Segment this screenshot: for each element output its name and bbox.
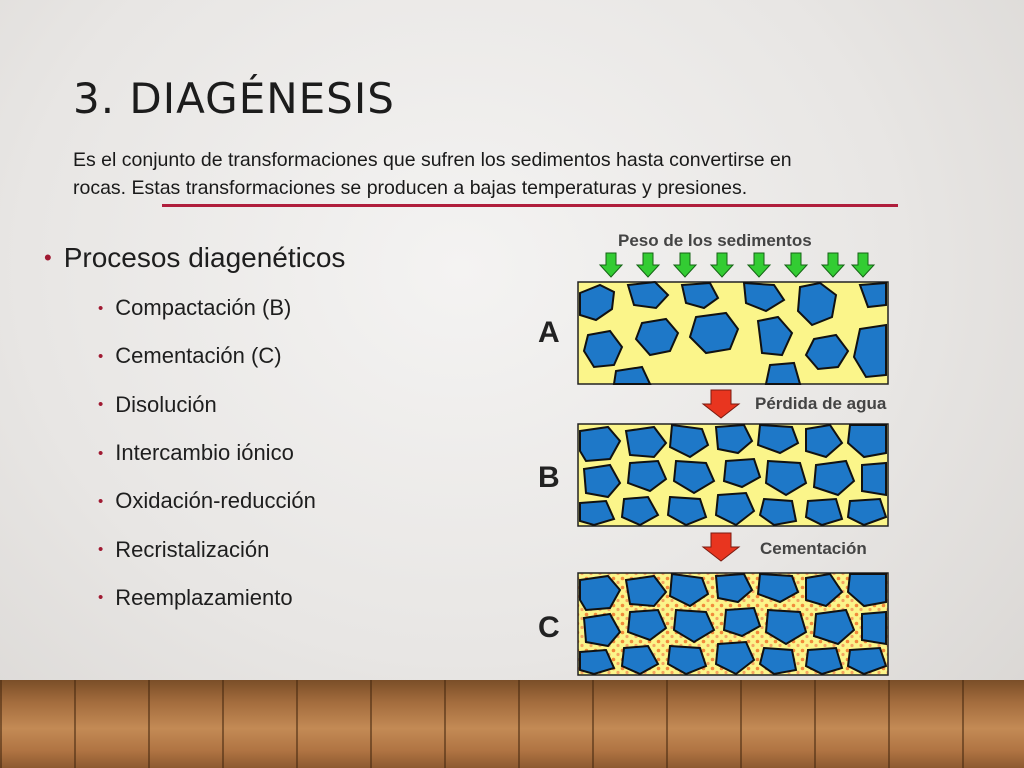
- sub-bullet-label: Intercambio iónico: [115, 440, 294, 466]
- description-line-1: Es el conjunto de transformaciones que s…: [73, 149, 792, 171]
- red-down-arrow-icon: [701, 532, 741, 562]
- slide-title: 3. DIAGÉNESIS: [73, 74, 395, 123]
- sub-bullet-label: Cementación (C): [115, 343, 282, 369]
- stage-a-label: A: [538, 316, 560, 349]
- bullet-heading-label: Procesos diagenéticos: [63, 242, 346, 273]
- bullet-dot-icon: •: [98, 299, 104, 317]
- sub-bullet-label: Oxidación-reducción: [115, 488, 316, 514]
- sub-bullet-item: • Disolución: [44, 381, 345, 429]
- stage-a-sediment-box: [577, 280, 889, 385]
- sediment-weight-label: Peso de los sedimentos: [618, 231, 812, 250]
- slide-description: Es el conjunto de transformaciones que s…: [73, 146, 953, 202]
- accent-underline: [162, 204, 898, 207]
- green-down-arrow-icon: [820, 252, 846, 278]
- pressure-arrows: [598, 252, 876, 278]
- green-down-arrow-icon: [709, 252, 735, 278]
- green-down-arrow-icon: [783, 252, 809, 278]
- sub-bullet-label: Recristalización: [115, 536, 270, 562]
- green-down-arrow-icon: [598, 252, 624, 278]
- cementation-step-label: Cementación: [760, 539, 867, 558]
- sub-bullet-item: • Recristalización: [44, 525, 345, 573]
- green-down-arrow-icon: [672, 252, 698, 278]
- stage-c-sediment-box: [577, 572, 889, 676]
- stage-c-label: C: [538, 611, 560, 644]
- sub-bullet-item: • Oxidación-reducción: [44, 477, 345, 525]
- sub-bullet-item: • Cementación (C): [44, 332, 345, 380]
- red-down-arrow-icon: [701, 389, 741, 419]
- diagenesis-diagram: Peso de los sedimentos A B C: [538, 231, 889, 676]
- sub-bullet-item: • Compactación (B): [44, 284, 345, 332]
- bullet-list: • Procesos diagenéticos • Compactación (B…: [44, 238, 345, 622]
- green-down-arrow-icon: [850, 252, 876, 278]
- bullet-heading: • Procesos diagenéticos: [44, 238, 345, 278]
- sub-bullet-label: Reemplazamiento: [115, 584, 293, 610]
- sub-bullet-list: • Compactación (B) • Cementación (C) • Diso…: [44, 284, 345, 622]
- green-down-arrow-icon: [635, 252, 661, 278]
- grains-c: [579, 572, 888, 676]
- sub-bullet-label: Compactación (B): [115, 295, 292, 321]
- description-line-2: rocas. Estas transformaciones se produce…: [73, 177, 748, 199]
- sub-bullet-label: Disolución: [115, 391, 217, 417]
- water-loss-label: Pérdida de agua: [755, 394, 887, 413]
- bullet-dot-icon: •: [98, 347, 104, 365]
- green-down-arrow-icon: [746, 252, 772, 278]
- stage-b-label: B: [538, 461, 560, 494]
- sub-bullet-item: • Reemplazamiento: [44, 574, 345, 622]
- bullet-dot-icon: •: [44, 245, 52, 270]
- grains-b: [579, 423, 888, 527]
- bullet-dot-icon: •: [98, 444, 104, 462]
- sub-bullet-item: • Intercambio iónico: [44, 429, 345, 477]
- grains-a: [579, 280, 887, 385]
- stage-b-sediment-box: [577, 423, 889, 527]
- bullet-dot-icon: •: [98, 396, 104, 414]
- wood-floor: [0, 680, 1024, 768]
- bullet-dot-icon: •: [98, 541, 104, 559]
- bullet-dot-icon: •: [98, 492, 104, 510]
- bullet-dot-icon: •: [98, 589, 104, 607]
